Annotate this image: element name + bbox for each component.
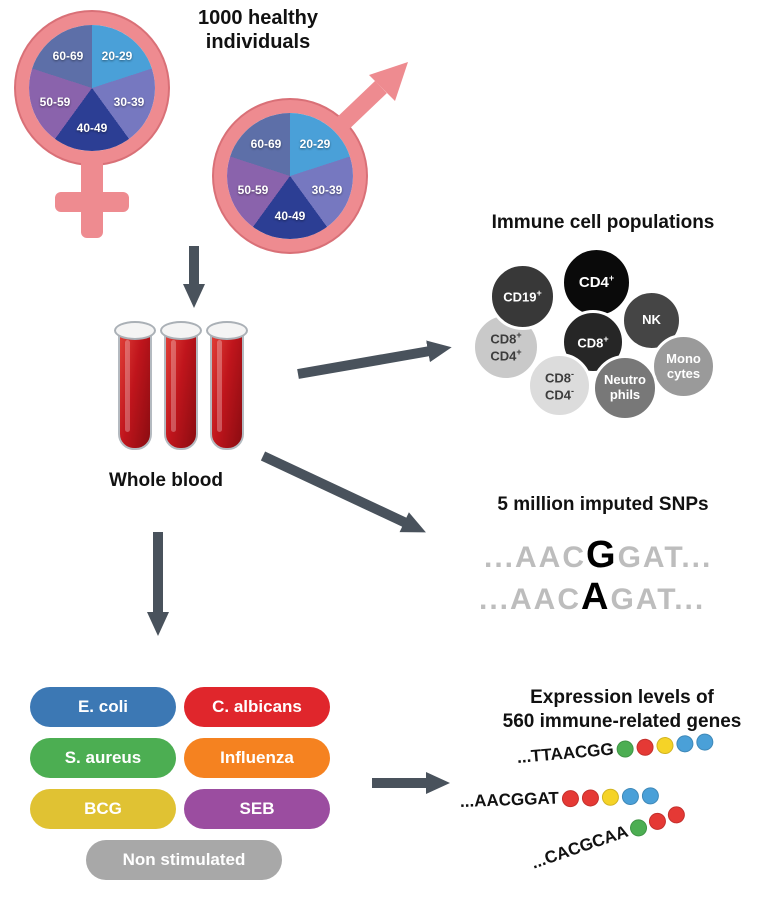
cell-label: CD4+ <box>490 347 522 364</box>
stimulus-bcg: BCG <box>30 789 176 829</box>
blood-tube <box>114 321 156 450</box>
cell-neutrophils: Neutro phils <box>592 355 658 421</box>
male-arrow-head-icon <box>369 62 408 101</box>
immune-populations-title: Immune cell populations <box>491 212 715 233</box>
cell-label: NK <box>642 312 661 328</box>
snp-sequence-1: ...AACGGAT... <box>484 534 713 576</box>
cell-label: Mono <box>666 350 701 366</box>
cell-label: Neutro <box>604 372 646 388</box>
age-segment-label: 30-39 <box>113 95 145 109</box>
gene-sequence: ...CACGCAA <box>528 821 631 873</box>
expression-dot <box>665 803 688 826</box>
stimulus-calbicans: C. albicans <box>184 687 330 727</box>
arrow-blood-to-snps-icon <box>260 451 426 533</box>
age-segment-label: 50-59 <box>237 183 269 197</box>
expression-dot <box>627 816 650 839</box>
expression-dot <box>581 788 600 807</box>
cell-cd4: CD4+ <box>561 247 632 318</box>
gene-sequence: ...TTAACGG <box>516 739 615 767</box>
expression-dot <box>695 732 714 751</box>
expression-dot <box>641 786 660 805</box>
snp-variant-allele: G <box>586 534 618 576</box>
cell-label: cytes <box>666 365 701 381</box>
female-symbol-crossbar <box>55 192 129 212</box>
expression-dot <box>561 789 580 807</box>
age-segment-label: 20-29 <box>101 49 133 63</box>
cell-label: CD8+ <box>577 333 609 350</box>
snp-variant-allele: A <box>581 576 611 618</box>
age-segment-label: 60-69 <box>52 49 84 63</box>
age-segment-label: 40-49 <box>76 121 108 135</box>
expression-dot <box>601 787 620 806</box>
whole-blood-label: Whole blood <box>109 470 223 491</box>
age-segment-label: 20-29 <box>299 137 331 151</box>
cell-cd8neg-cd4neg: CD8- CD4- <box>527 353 592 418</box>
expression-row: ...AACGGAT <box>459 785 660 812</box>
expression-row: ...CACGCAA <box>529 802 688 873</box>
expression-title: Expression levels of 560 immune-related … <box>502 687 742 732</box>
age-segment-label: 60-69 <box>250 137 282 151</box>
stimulus-ecoli: E. coli <box>30 687 176 727</box>
age-segment-label: 30-39 <box>311 183 343 197</box>
expression-dot <box>615 739 635 758</box>
cell-label: CD4- <box>544 385 574 402</box>
expression-dot <box>621 787 640 805</box>
male-age-pie: 20-29 30-39 40-49 50-59 60-69 <box>227 113 353 239</box>
age-segment-label: 50-59 <box>39 95 71 109</box>
stimulus-seb: SEB <box>184 789 330 829</box>
expression-dot <box>655 735 675 755</box>
male-arrow-shaft <box>332 80 387 135</box>
expression-dot <box>646 810 669 832</box>
cell-label: CD8- <box>544 368 574 385</box>
cell-label: CD19+ <box>503 288 542 305</box>
expression-dot <box>635 737 655 757</box>
expression-row: ...TTAACGG <box>516 731 714 768</box>
cell-cd19: CD19+ <box>489 263 556 330</box>
stimulus-saureus: S. aureus <box>30 738 176 778</box>
female-symbol-icon: 20-29 30-39 40-49 50-59 60-69 <box>16 12 168 164</box>
snps-title: 5 million imputed SNPs <box>497 494 709 515</box>
stimulus-influenza: Influenza <box>184 738 330 778</box>
cell-label: CD8+ <box>490 330 522 347</box>
gene-sequence: ...AACGGAT <box>459 788 560 811</box>
male-symbol-icon: 20-29 30-39 40-49 50-59 60-69 <box>214 100 366 252</box>
cohort-title: 1000 healthy individuals <box>197 7 319 53</box>
cell-monocytes: Mono cytes <box>651 334 716 399</box>
snp-sequence-2: ...AACAGAT... <box>479 576 706 618</box>
age-segment-label: 40-49 <box>274 209 306 223</box>
stimulus-non-stimulated: Non stimulated <box>86 840 282 880</box>
cell-label: phils <box>609 387 641 402</box>
female-age-pie: 20-29 30-39 40-49 50-59 60-69 <box>29 25 155 151</box>
arrow-blood-to-cells-icon <box>297 340 452 379</box>
blood-tube <box>160 321 202 450</box>
blood-tube <box>206 321 248 450</box>
expression-dot <box>675 734 695 753</box>
cell-label: CD4+ <box>578 273 615 292</box>
